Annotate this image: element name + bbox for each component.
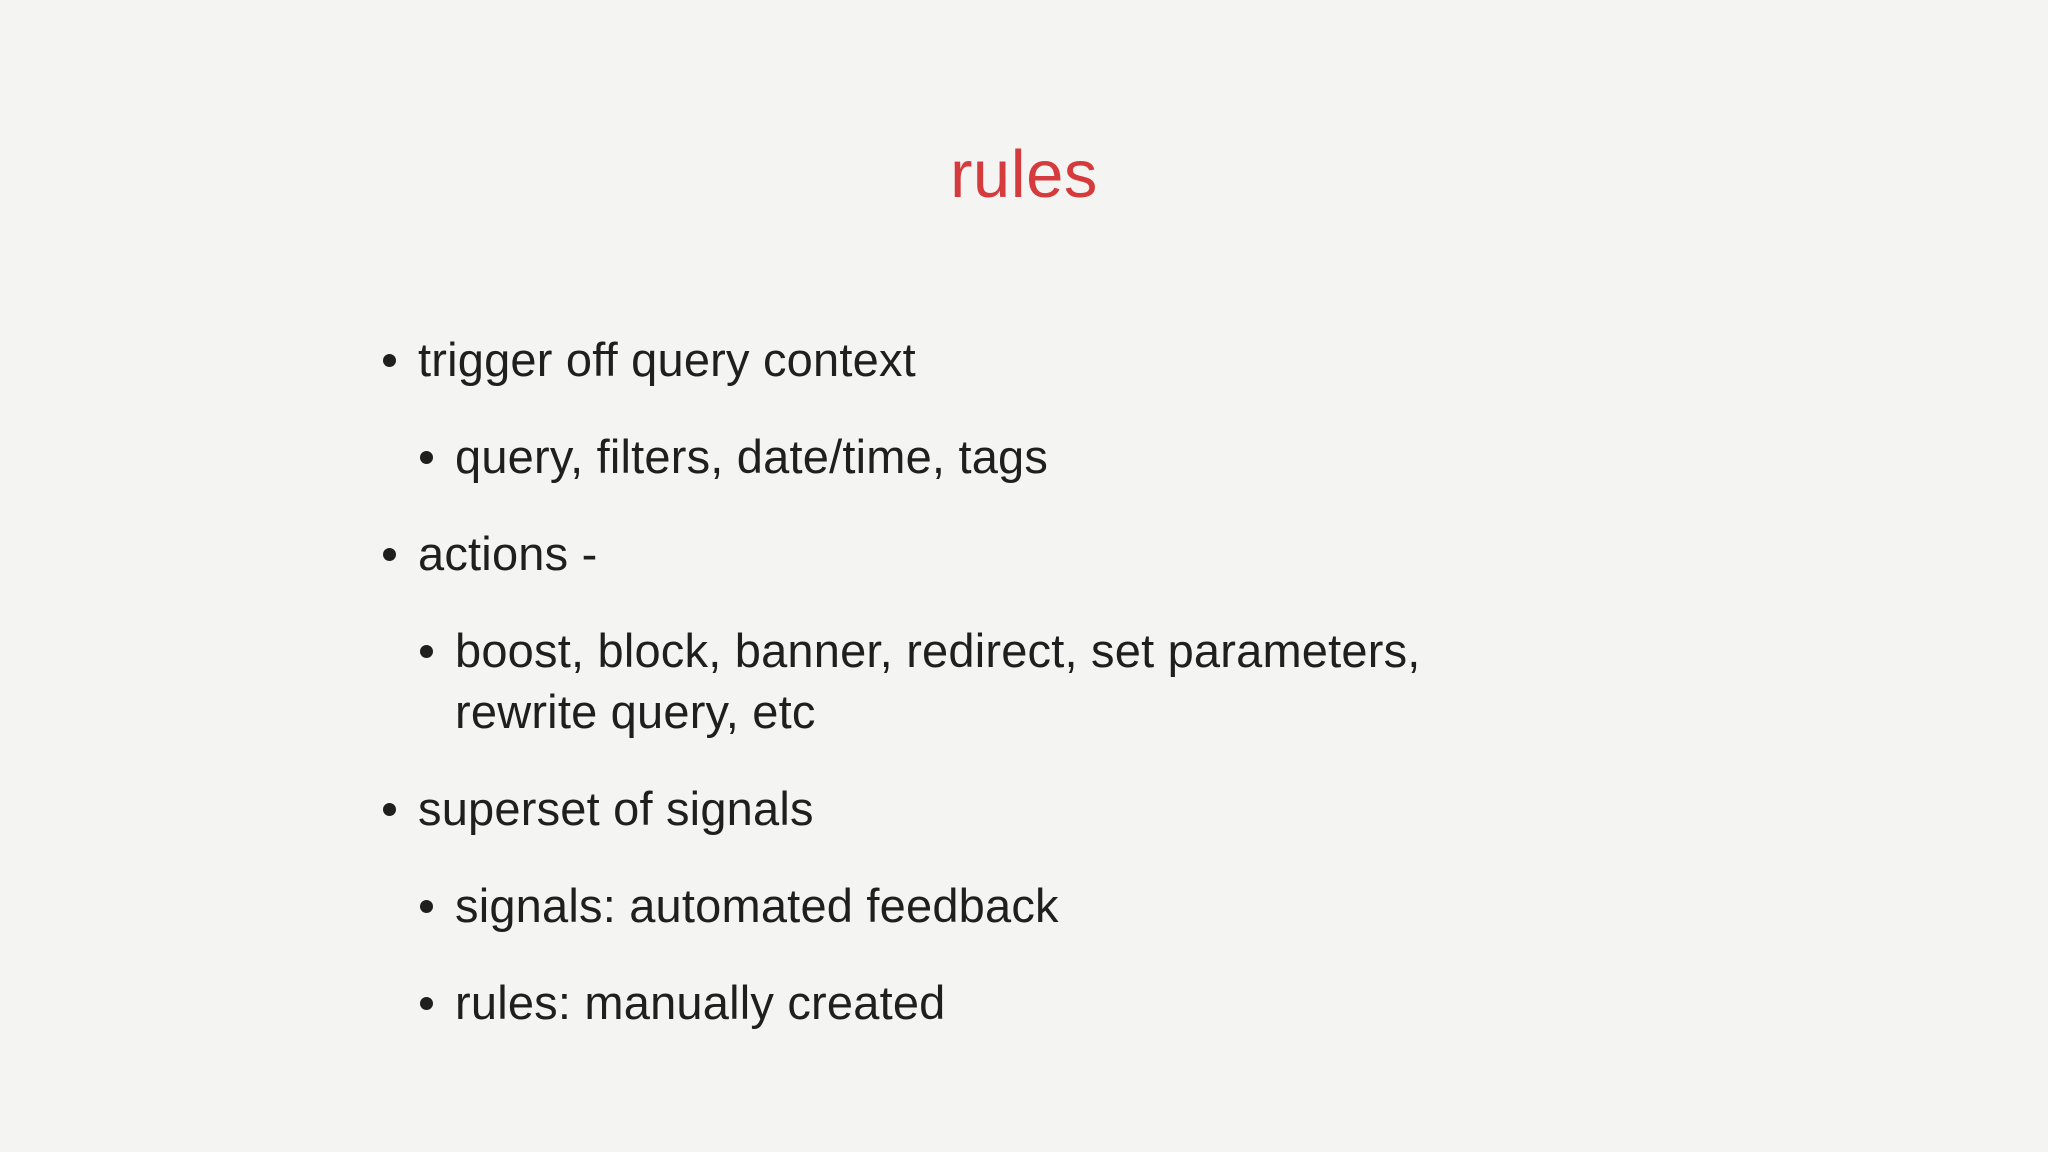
bullet-dot-icon bbox=[420, 451, 433, 464]
bullet-list: trigger off query context query, filters… bbox=[383, 329, 1428, 1069]
bullet-dot-icon bbox=[420, 645, 433, 658]
slide-title: rules bbox=[950, 137, 1098, 212]
list-item: trigger off query context bbox=[383, 329, 1428, 390]
list-item: actions - bbox=[383, 523, 1428, 584]
list-item: boost, block, banner, redirect, set para… bbox=[420, 620, 1428, 742]
list-item-text: rules: manually created bbox=[455, 976, 946, 1029]
list-item-text: actions - bbox=[418, 527, 598, 580]
list-item: rules: manually created bbox=[420, 972, 1428, 1033]
list-item-text: superset of signals bbox=[418, 782, 814, 835]
list-item-text: trigger off query context bbox=[418, 333, 916, 386]
list-item-text: query, filters, date/time, tags bbox=[455, 430, 1049, 483]
bullet-dot-icon bbox=[383, 548, 396, 561]
list-item: signals: automated feedback bbox=[420, 875, 1428, 936]
bullet-dot-icon bbox=[383, 803, 396, 816]
bullet-dot-icon bbox=[383, 354, 396, 367]
list-item-text: signals: automated feedback bbox=[455, 879, 1059, 932]
list-item-text: boost, block, banner, redirect, set para… bbox=[455, 624, 1421, 738]
bullet-dot-icon bbox=[420, 997, 433, 1010]
list-item: superset of signals bbox=[383, 778, 1428, 839]
list-item: query, filters, date/time, tags bbox=[420, 426, 1428, 487]
bullet-dot-icon bbox=[420, 900, 433, 913]
